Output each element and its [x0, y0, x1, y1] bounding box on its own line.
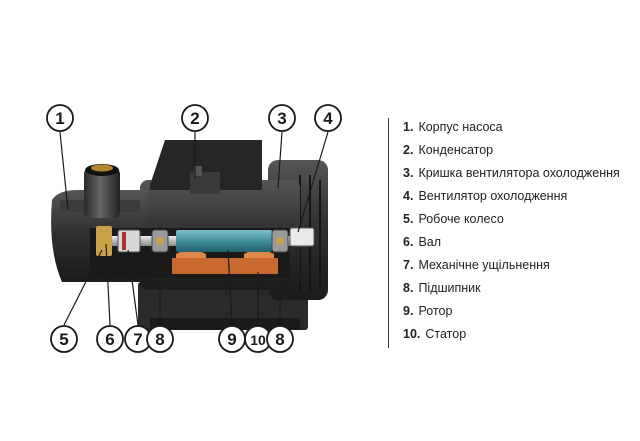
capacitor-box: [150, 140, 262, 190]
callout-8-front: 8: [155, 330, 164, 349]
legend-item: 8. Підшипник: [403, 279, 620, 302]
callout-badges: [46, 104, 342, 353]
legend-num: 3.: [403, 166, 414, 180]
legend-label: Вал: [418, 235, 442, 249]
stator-winding: [172, 258, 278, 274]
legend-num: 4.: [403, 189, 414, 203]
legend-item: 1. Корпус насоса: [403, 118, 620, 141]
legend-label: Вентилятор охолодження: [418, 189, 568, 203]
legend-label: Підшипник: [418, 281, 481, 295]
fan-graphic: [289, 227, 315, 247]
impeller-graphic: [96, 226, 112, 256]
legend-num: 6.: [403, 235, 414, 249]
legend-num: 9.: [403, 304, 414, 318]
legend-num: 2.: [403, 143, 414, 157]
legend-label: Кришка вентилятора охолодження: [418, 166, 620, 180]
callout-6: 6: [105, 330, 114, 349]
callout-7: 7: [133, 330, 142, 349]
callout-5: 5: [59, 330, 68, 349]
legend-item: 5. Робоче колесо: [403, 210, 620, 233]
legend-item: 2. Конденсатор: [403, 141, 620, 164]
callout-8-rear: 8: [275, 330, 284, 349]
legend-item: 7. Механічне ущільнення: [403, 256, 620, 279]
discharge-port: [84, 168, 120, 218]
callout-10: 10: [250, 332, 266, 348]
legend-label: Механічне ущільнення: [418, 258, 550, 272]
legend-item: 4. Вентилятор охолодження: [403, 187, 620, 210]
callout-3: 3: [277, 109, 286, 128]
legend-label: Конденсатор: [418, 143, 494, 157]
legend-label: Статор: [425, 327, 467, 341]
rotor-graphic: [176, 230, 272, 252]
mechanical-seal-graphic: [117, 229, 141, 253]
legend-num: 10.: [403, 327, 421, 341]
legend-num: 1.: [403, 120, 414, 134]
legend-label: Робоче колесо: [418, 212, 504, 226]
callout-2: 2: [190, 109, 199, 128]
legend-item: 6. Вал: [403, 233, 620, 256]
legend-label: Ротор: [418, 304, 453, 318]
legend-item: 9. Ротор: [403, 302, 620, 325]
callout-1: 1: [55, 109, 64, 128]
legend-label: Корпус насоса: [418, 120, 503, 134]
callout-numbers: 1 2 3 4 5 6 7 8 9 10 8: [55, 109, 333, 349]
legend-item: 10. Статор: [403, 325, 620, 348]
pump-illustration: [51, 140, 328, 330]
callout-4: 4: [323, 109, 333, 128]
legend-item: 3. Кришка вентилятора охолодження: [403, 164, 620, 187]
legend-num: 8.: [403, 281, 414, 295]
legend-num: 5.: [403, 212, 414, 226]
parts-legend: 1. Корпус насоса 2. Конденсатор 3. Кришка в…: [388, 118, 620, 348]
callout-9: 9: [227, 330, 236, 349]
legend-num: 7.: [403, 258, 414, 272]
leader-lines: [59, 131, 329, 326]
